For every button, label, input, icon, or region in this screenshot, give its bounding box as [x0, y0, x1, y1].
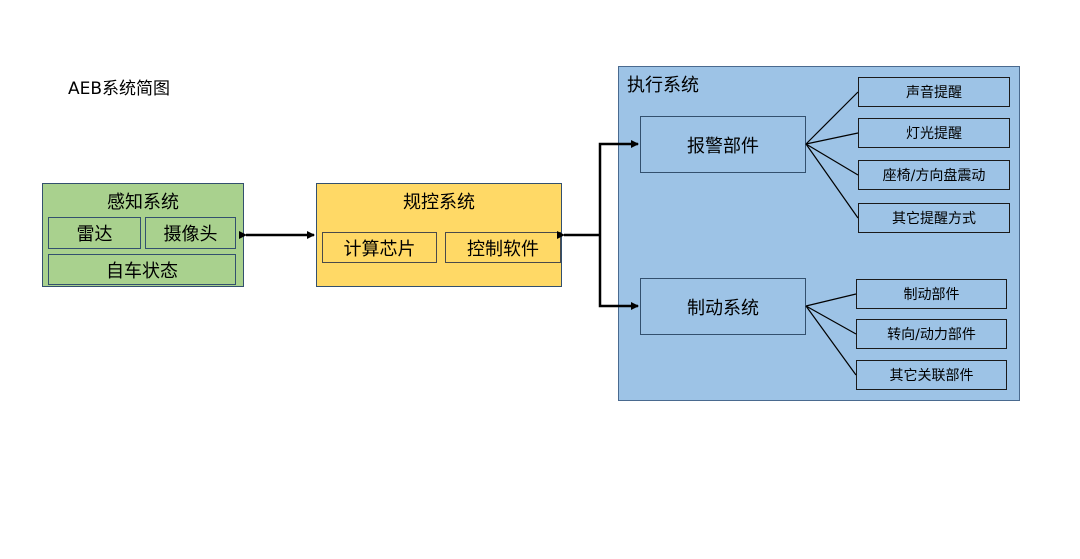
- planning-system-title: 规控系统: [403, 192, 475, 213]
- execution-system-title: 执行系统: [627, 75, 699, 96]
- brake-system-box: 制动系统: [640, 278, 806, 335]
- seat-wheel-vibration-box: 座椅/方向盘震动: [858, 160, 1010, 190]
- alarm-link-light: [805, 132, 859, 145]
- camera-box: 摄像头: [145, 217, 236, 249]
- light-alert-box: 灯光提醒: [858, 118, 1010, 148]
- alarm-link-other: [805, 143, 859, 219]
- perception-system-title: 感知系统: [107, 192, 179, 213]
- diagram-title: AEB系统简图: [68, 79, 171, 99]
- sound-alert-box: 声音提醒: [858, 77, 1010, 107]
- compute-chip-box: 计算芯片: [322, 232, 437, 263]
- alarm-link-sound: [805, 91, 859, 145]
- radar-box: 雷达: [48, 217, 141, 249]
- alarm-link-vibration: [805, 143, 859, 176]
- control-software-box: 控制软件: [445, 232, 561, 263]
- brake-link-other: [805, 305, 857, 376]
- brake-link-steering: [805, 305, 857, 335]
- brake-component-box: 制动部件: [856, 279, 1007, 309]
- to-alarm-arrow: [598, 140, 639, 235]
- to-brake-arrow: [598, 235, 639, 310]
- brake-link-brake: [805, 293, 857, 307]
- ego-state-box: 自车状态: [48, 254, 236, 285]
- planning-system-box: 规控系统 计算芯片 控制软件: [316, 183, 562, 287]
- other-alert-box: 其它提醒方式: [858, 203, 1010, 233]
- steering-power-box: 转向/动力部件: [856, 319, 1007, 349]
- other-related-box: 其它关联部件: [856, 360, 1007, 390]
- alarm-component-box: 报警部件: [640, 116, 806, 173]
